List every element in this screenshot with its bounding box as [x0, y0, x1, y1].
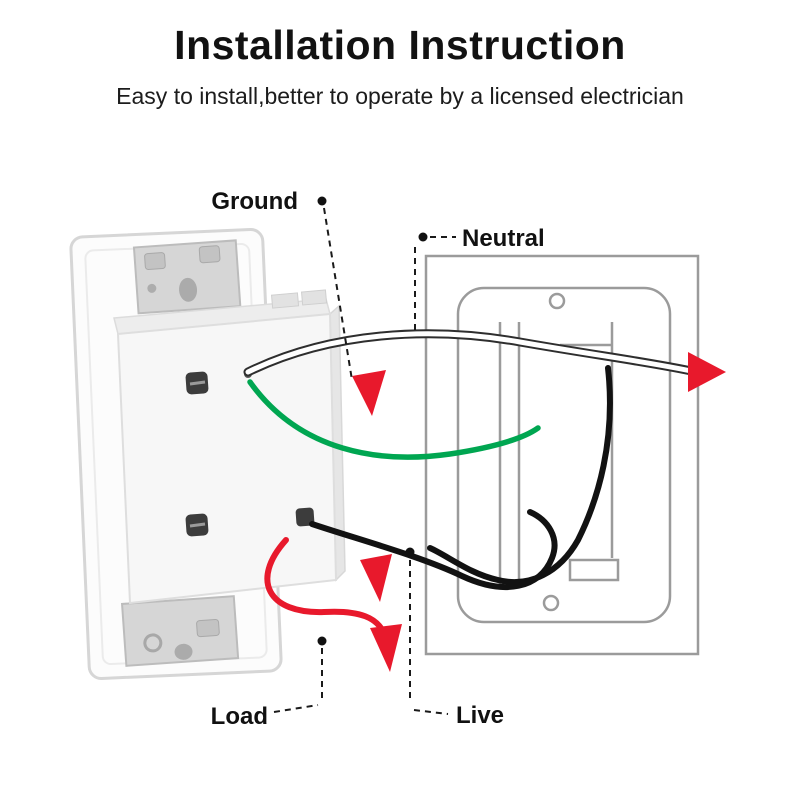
switch-body-front-face: [116, 312, 338, 605]
ground-wire: [247, 379, 541, 460]
live-wire-from-box: [427, 365, 613, 586]
page-subtitle: Easy to install,better to operate by a l…: [116, 83, 684, 109]
wall-box-screw-hole-bottom: [542, 594, 560, 612]
arrow-live-junction: [360, 554, 392, 602]
bracket-screw-slot: [179, 277, 198, 302]
arrow-ground-terminal: [352, 370, 386, 416]
load-wire: [264, 537, 387, 637]
live-wire-from-switch: [309, 509, 558, 590]
load-leader-line-h: [273, 704, 319, 713]
bracket-hole: [198, 245, 221, 264]
neutral-wire: [245, 331, 699, 375]
arrow-neutral-end: [688, 352, 726, 392]
wall-box-tab: [568, 558, 620, 582]
terminal-tab: [270, 292, 300, 309]
bracket-screw-slot: [174, 643, 193, 660]
wall-box-screw-hole-top: [548, 292, 566, 310]
bracket-hole: [196, 619, 220, 638]
switch-bottom-bracket: [120, 595, 240, 667]
terminal-tab: [300, 289, 328, 306]
live-leader-line-h: [413, 709, 449, 715]
ground-leader-line: [323, 207, 353, 381]
smart-switch: [69, 228, 346, 680]
switch-body: [113, 289, 346, 605]
terminal-screw: [295, 507, 315, 527]
arrow-load-end: [370, 624, 402, 672]
page-title: Installation Instruction: [174, 22, 626, 68]
bracket-hole: [143, 633, 163, 653]
terminal-screw-slot: [189, 380, 206, 386]
ground-label: Ground: [211, 188, 298, 215]
bracket-hole-small: [147, 283, 157, 293]
wall-box: [424, 254, 700, 656]
wall-box-outer: [424, 254, 700, 656]
load-label: Load: [211, 703, 268, 730]
switch-top-bracket: [132, 239, 242, 315]
page-header: Installation Instruction Easy to install…: [0, 22, 800, 110]
live-leader-dot: [405, 547, 415, 557]
load-leader-dot: [317, 636, 327, 646]
live-label: Live: [456, 702, 504, 729]
bracket-hole: [144, 252, 166, 271]
terminal-screw-slot: [189, 522, 206, 528]
neutral-leader-dot: [418, 232, 428, 242]
ground-leader-dot: [317, 196, 327, 206]
neutral-label: Neutral: [462, 225, 545, 252]
